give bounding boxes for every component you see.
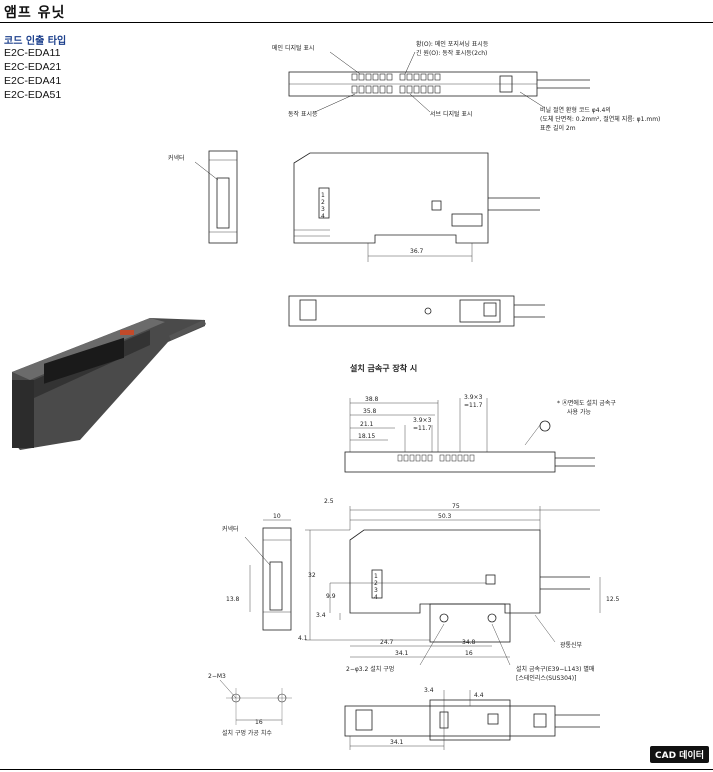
dim-34-1-b: 34.1 (390, 739, 404, 746)
dim-24-7: 24.7 (380, 639, 394, 646)
dim-2-5: 2.5 (324, 498, 334, 505)
label-sub-digital: 서브 디지털 표시 (430, 110, 472, 118)
svg-text:4: 4 (321, 213, 325, 220)
dim-12-5: 12.5 (606, 596, 620, 603)
dim-3-9x3-b: 3.9×3 (413, 417, 432, 424)
dim-18-15: 18.15 (358, 433, 375, 440)
label-bracket-1: 설치 금속구(E39−L143) 별매 (516, 665, 594, 673)
label-main-digital: 메인 디지털 표시 (272, 44, 314, 52)
label-indicator-2: 긴 원(O): 동작 표시등(2ch) (416, 49, 487, 57)
dim-16: 16 (465, 650, 473, 657)
dim-21-1: 21.1 (360, 421, 374, 428)
hole-layout (219, 679, 292, 725)
dim-11-7-b: =11.7 (413, 425, 432, 432)
dim-35-8: 35.8 (363, 408, 377, 415)
label-connector-upper: 커넥터 (168, 154, 185, 162)
dim-38-8: 38.8 (365, 396, 379, 403)
title-rule (0, 22, 713, 23)
bottom-rule (0, 769, 713, 770)
section-subtitle: 코드 인출 타입 (4, 36, 67, 47)
svg-text:2: 2 (374, 580, 378, 587)
svg-text:3: 3 (321, 206, 325, 213)
bracket-top-view (344, 398, 595, 473)
dim-75: 75 (452, 503, 460, 510)
end-view-lower (244, 519, 292, 631)
front-view-upper (293, 152, 540, 262)
label-hole: 2−φ3.2 설치 구멍 (346, 665, 394, 673)
model-item: E2C-EDA41 (4, 75, 62, 87)
bracket-front-view (305, 506, 601, 666)
dim-3-4: 3.4 (316, 612, 326, 619)
model-list: E2C-EDA11 E2C-EDA21 E2C-EDA41 E2C-EDA51 (4, 46, 61, 102)
svg-text:3: 3 (374, 587, 378, 594)
dim-4-4: 4.4 (474, 692, 484, 699)
label-m3: 2−M3 (208, 673, 226, 680)
dim-34-1: 34.1 (395, 650, 409, 657)
dim-3-4-b: 3.4 (424, 687, 434, 694)
label-bracket-2: [스테인리스(SUS304)] (516, 674, 576, 682)
page-title: 앰프 유닛 (4, 5, 66, 21)
label-indicator-1: 황(O): 메인 포지셔닝 표시등 (416, 40, 489, 48)
dim-9-9: 9.9 (326, 593, 336, 600)
label-cable-2: (도체 단면적: 0.2mm², 절연체 지름: φ1.mm) (540, 115, 660, 123)
dim-34-8: 34.8 (462, 639, 476, 646)
top-view (288, 51, 590, 113)
product-photo (12, 318, 207, 450)
dim-32: 32 (308, 572, 316, 579)
svg-text:1: 1 (374, 573, 378, 580)
bottom-view-upper (288, 295, 545, 327)
bracket-bottom-view (344, 690, 600, 750)
svg-text:2: 2 (321, 199, 325, 206)
model-item: E2C-EDA11 (4, 47, 61, 59)
label-operation-indicator: 동작 표시등 (288, 111, 318, 118)
label-light-receiving: 광통신부 (560, 641, 583, 649)
dim-11-7-a: =11.7 (464, 402, 483, 409)
label-connector-lower: 커넥터 (222, 525, 239, 533)
bracket-section-heading: 설치 금속구 장착 시 (350, 363, 417, 373)
label-hole-dims: 설치 구멍 가공 치수 (222, 729, 272, 737)
model-item: E2C-EDA21 (4, 61, 62, 73)
svg-text:4: 4 (374, 594, 378, 601)
dim-16-b: 16 (255, 719, 263, 726)
label-cable-1: 비닐 절연 환형 코드 φ4.4의 (540, 106, 611, 114)
cad-data-button[interactable]: CAD 데이터 (650, 746, 710, 763)
dim-36-7: 36.7 (410, 248, 424, 255)
end-view-upper (194, 150, 238, 244)
dim-3-9x3-a: 3.9×3 (464, 394, 483, 401)
dim-50-3: 50.3 (438, 513, 452, 520)
model-item: E2C-EDA51 (4, 89, 62, 101)
note-line-1: * Ⓐ면에도 설치 금속구 (557, 399, 616, 407)
label-cable-3: 표준 길이 2m (540, 124, 576, 132)
dim-13-8: 13.8 (226, 596, 240, 603)
note-line-2: 사용 가능 (567, 408, 591, 416)
dim-4-1: 4.1 (298, 635, 308, 642)
dim-10: 10 (273, 513, 281, 520)
svg-text:1: 1 (321, 192, 325, 199)
